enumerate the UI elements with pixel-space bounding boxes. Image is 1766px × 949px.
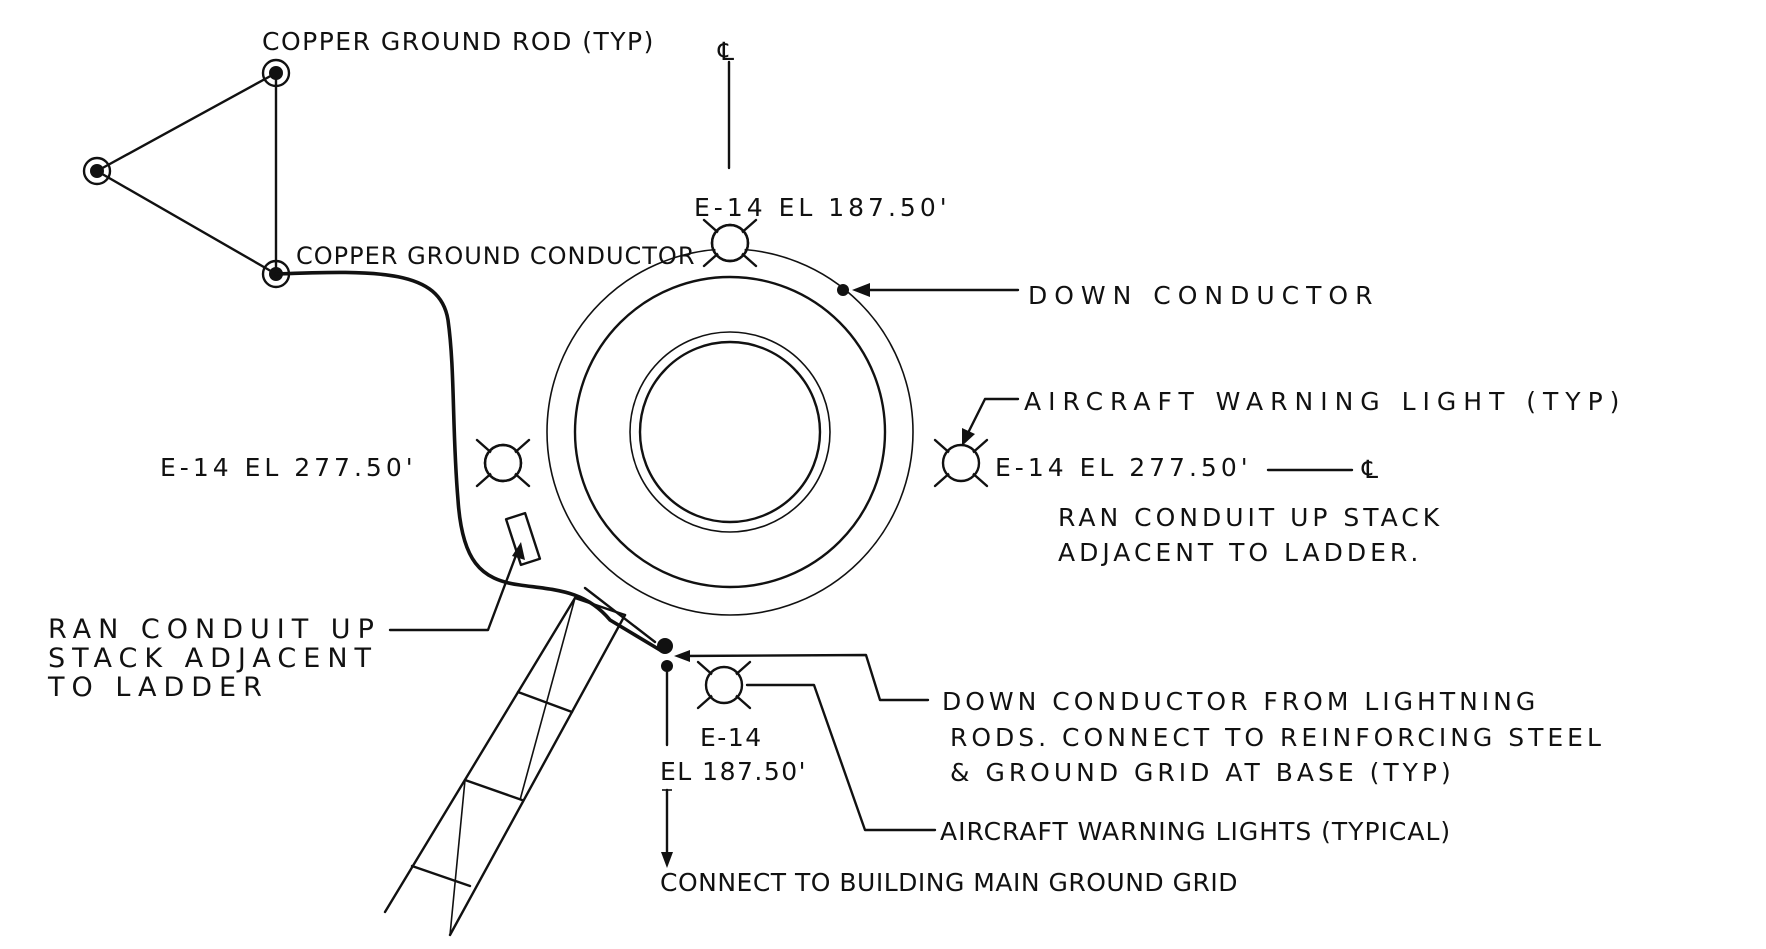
e14-el-left-label: E-14 EL 277.50' (160, 453, 417, 482)
ran-conduit-left-line-1: RAN CONDUIT UP (48, 614, 381, 645)
down-conductor-connection-point (657, 638, 673, 654)
leader-lines (388, 60, 1354, 868)
ran-conduit-right-line-1: RAN CONDUIT UP STACK (1058, 503, 1443, 532)
down-conductor-rods-line-3: & GROUND GRID AT BASE (TYP) (950, 758, 1455, 787)
down-conductor-rods-line-2: RODS. CONNECT TO REINFORCING STEEL (950, 723, 1605, 752)
ran-conduit-left-line-3: TO LADDER (47, 672, 269, 703)
conduit-box (504, 511, 542, 567)
ground-rod-triangle (82, 58, 291, 289)
ground-rod-symbol-top (261, 58, 291, 88)
aircraft-warning-lights-typical-label: AIRCRAFT WARNING LIGHTS (TYPICAL) (940, 817, 1451, 846)
warning-light-bottom (696, 660, 752, 710)
conductor-parallel-line (583, 586, 657, 644)
connect-main-ground-grid-label: CONNECT TO BUILDING MAIN GROUND GRID (660, 868, 1238, 897)
el-bottom-label: EL 187.50' (660, 757, 807, 786)
ran-conduit-right-line-2: ADJACENT TO LADDER. (1058, 538, 1422, 567)
e14-el-right-label: E-14 EL 277.50' (995, 453, 1252, 482)
centerline-right-symbol: ℄ (1361, 455, 1380, 484)
copper-ground-conductor-line (274, 270, 662, 652)
ground-grid-connection-point (661, 660, 673, 672)
stack-outline (546, 248, 914, 616)
copper-ground-rod-label: COPPER GROUND ROD (TYP) (262, 27, 655, 56)
down-conductor-rods-line-1: DOWN CONDUCTOR FROM LIGHTNING (942, 687, 1539, 716)
ground-rod-symbol-left (82, 156, 112, 186)
down-conductor-dot (837, 284, 849, 296)
warning-light-right (933, 438, 989, 488)
copper-ground-conductor-label: COPPER GROUND CONDUCTOR (296, 242, 696, 270)
down-conductor-label: DOWN CONDUCTOR (1028, 281, 1379, 310)
e14-bottom-label: E-14 (700, 723, 763, 752)
warning-light-top (702, 218, 758, 268)
e14-el-top-label: E-14 EL 187.50' (694, 193, 951, 222)
warning-light-left (475, 438, 531, 488)
ran-conduit-left-line-2: STACK ADJACENT (48, 643, 378, 674)
centerline-top-symbol: ℄ (717, 37, 736, 66)
aircraft-warning-light-label: AIRCRAFT WARNING LIGHT (TYP) (1024, 387, 1626, 416)
ladder (383, 596, 627, 937)
